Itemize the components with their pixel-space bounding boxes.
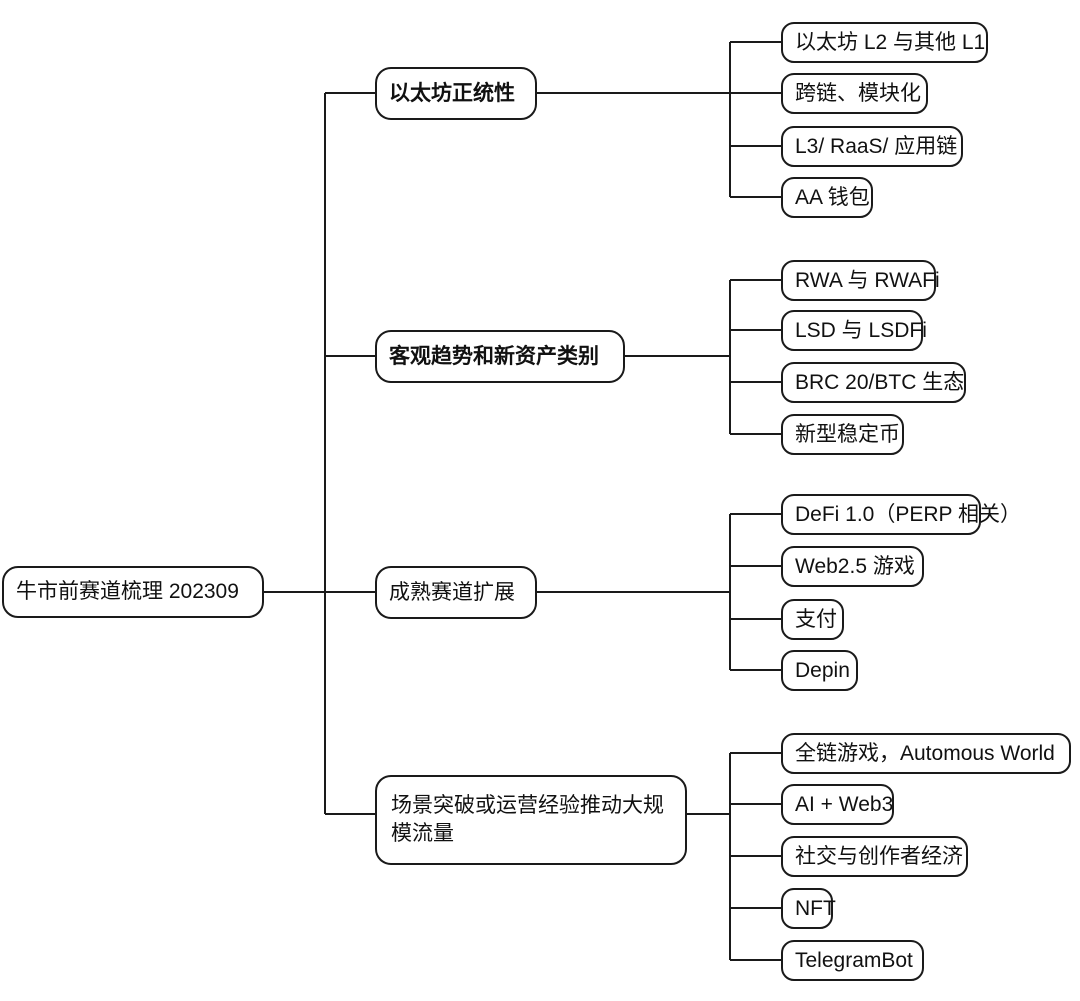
leaf-node-label: LSD 与 LSDFi	[795, 318, 927, 342]
leaf-node-defi-perp[interactable]: DeFi 1.0（PERP 相关）	[781, 494, 1022, 535]
leaf-node-nft[interactable]: NFT	[781, 888, 836, 929]
leaf-node-label: Depin	[795, 658, 850, 682]
leaf-node-ai-web3[interactable]: AI + Web3	[781, 784, 894, 825]
leaf-node-web25-games[interactable]: Web2.5 游戏	[781, 546, 924, 587]
leaf-node-fully-onchain-games[interactable]: 全链游戏，Automous World	[781, 733, 1071, 774]
leaf-node-depin[interactable]: Depin	[781, 650, 858, 691]
leaf-node-label: 社交与创作者经济	[795, 844, 963, 868]
leaf-node-aa-wallet[interactable]: AA 钱包	[781, 177, 873, 218]
leaf-node-label: 跨链、模块化	[795, 81, 921, 105]
leaf-node-l3-raas-appchain[interactable]: L3/ RaaS/ 应用链	[781, 126, 963, 167]
branch-node-label: 成熟赛道扩展	[389, 580, 515, 604]
root-node-label: 牛市前赛道梳理 202309	[16, 580, 239, 604]
branch-node-label: 客观趋势和新资产类别	[389, 344, 599, 368]
leaf-node-payments[interactable]: 支付	[781, 599, 844, 640]
leaf-node-label: 以太坊 L2 与其他 L1	[795, 30, 986, 54]
leaf-node-label: NFT	[795, 896, 836, 920]
leaf-node-rwa-rwafi[interactable]: RWA 与 RWAFi	[781, 260, 940, 301]
leaf-node-brc20-btc-eco[interactable]: BRC 20/BTC 生态	[781, 362, 966, 403]
leaf-node-label: 新型稳定币	[795, 422, 900, 446]
leaf-node-label: AI + Web3	[795, 792, 894, 816]
leaf-node-label: RWA 与 RWAFi	[795, 268, 940, 292]
leaf-node-social-creator-economy[interactable]: 社交与创作者经济	[781, 836, 968, 877]
leaf-node-eth-l2-l1[interactable]: 以太坊 L2 与其他 L1	[781, 22, 988, 63]
leaf-node-label: BRC 20/BTC 生态	[795, 370, 965, 394]
leaf-node-label: TelegramBot	[795, 948, 913, 972]
leaf-node-label: AA 钱包	[795, 185, 870, 209]
leaf-node-label: DeFi 1.0（PERP 相关）	[795, 502, 1022, 526]
branch-node-label: 场景突破或运营经验推动大规模流量	[391, 794, 664, 845]
root-node[interactable]: 牛市前赛道梳理 202309	[2, 566, 264, 618]
leaf-node-crosschain-modular[interactable]: 跨链、模块化	[781, 73, 928, 114]
leaf-node-label: 支付	[795, 607, 837, 631]
branch-node-mature-track-expansion[interactable]: 成熟赛道扩展	[375, 566, 537, 619]
leaf-node-telegram-bot[interactable]: TelegramBot	[781, 940, 924, 981]
leaf-node-label: Web2.5 游戏	[795, 554, 915, 578]
leaf-node-new-stablecoin[interactable]: 新型稳定币	[781, 414, 904, 455]
branch-node-label: 以太坊正统性	[389, 81, 515, 105]
leaf-node-label: 全链游戏，Automous World	[795, 741, 1055, 765]
leaf-node-lsd-lsdfi[interactable]: LSD 与 LSDFi	[781, 310, 927, 351]
leaf-node-label: L3/ RaaS/ 应用链	[795, 134, 958, 158]
branch-node-objective-trends[interactable]: 客观趋势和新资产类别	[375, 330, 625, 383]
branch-node-ethereum-legitimacy[interactable]: 以太坊正统性	[375, 67, 537, 120]
branch-node-scenario-breakthrough[interactable]: 场景突破或运营经验推动大规模流量	[375, 775, 687, 865]
